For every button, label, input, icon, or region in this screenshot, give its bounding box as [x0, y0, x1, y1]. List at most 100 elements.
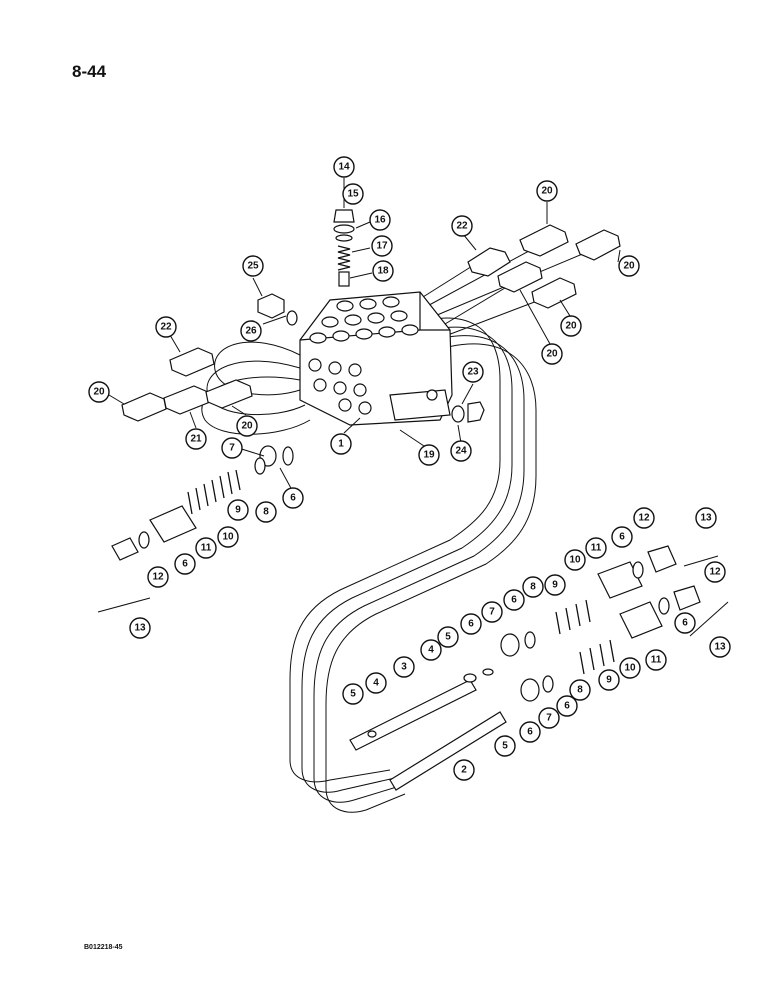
- callout-circle: [598, 669, 620, 691]
- callout-c9a: 9: [227, 499, 249, 521]
- callout-circle: [544, 574, 566, 596]
- left-spool-end: [97, 445, 294, 613]
- callout-circle: [342, 183, 364, 205]
- callout-c7a: 7: [221, 437, 243, 459]
- callout-c18: 18: [372, 260, 394, 282]
- callout-c22b: 22: [155, 316, 177, 338]
- callout-c8c: 8: [569, 679, 591, 701]
- callout-circle: [88, 381, 110, 403]
- callout-circle: [494, 735, 516, 757]
- callout-c22a: 22: [451, 215, 473, 237]
- callout-circle: [365, 672, 387, 694]
- callout-circle: [536, 180, 558, 202]
- callout-circle: [236, 415, 258, 437]
- callout-circle: [460, 613, 482, 635]
- callout-label: 5: [445, 632, 451, 643]
- callout-circle: [185, 428, 207, 450]
- callout-circle: [371, 235, 393, 257]
- plug-23-assembly: [451, 401, 485, 423]
- callout-label: 22: [456, 221, 468, 232]
- callout-c13c: 13: [709, 636, 731, 658]
- callout-label: 23: [467, 367, 479, 378]
- callout-circle: [503, 589, 525, 611]
- callout-c2: 2: [453, 759, 475, 781]
- callout-c9b: 9: [544, 574, 566, 596]
- spool-3: [349, 679, 477, 751]
- callout-circle: [451, 215, 473, 237]
- callout-c13b: 13: [695, 507, 717, 529]
- callout-circle: [155, 316, 177, 338]
- callout-circle: [695, 507, 717, 529]
- callout-label: 8: [530, 582, 536, 593]
- callout-circle: [611, 526, 633, 548]
- spool-2: [389, 711, 507, 791]
- callout-circle: [420, 639, 442, 661]
- o-ring-15: [333, 224, 355, 234]
- callout-label: 9: [235, 505, 241, 516]
- callout-c10c: 10: [619, 657, 641, 679]
- callout-c1: 1: [330, 433, 352, 455]
- callout-label: 11: [651, 655, 662, 666]
- callout-circle: [674, 612, 696, 634]
- callout-label: 20: [565, 321, 577, 332]
- callout-label: 24: [455, 446, 467, 457]
- callout-label: 15: [347, 189, 359, 200]
- callout-label: 12: [638, 513, 650, 524]
- callout-circle: [333, 156, 355, 178]
- callout-c17: 17: [371, 235, 393, 257]
- callout-label: 10: [222, 532, 234, 543]
- callout-c20a: 20: [536, 180, 558, 202]
- callout-c20b: 20: [618, 255, 640, 277]
- callout-label: 2: [461, 765, 467, 776]
- callout-label: 1: [338, 439, 344, 450]
- callout-label: 4: [428, 645, 434, 656]
- callout-label: 4: [373, 678, 379, 689]
- callout-label: 11: [591, 543, 602, 554]
- callout-label: 6: [527, 727, 533, 738]
- poppet-18: [338, 271, 350, 287]
- callout-c14: 14: [333, 156, 355, 178]
- callout-c11a: 11: [195, 537, 217, 559]
- callout-label: 6: [290, 493, 296, 504]
- callout-circle: [709, 636, 731, 658]
- callout-label: 20: [623, 261, 635, 272]
- callout-c12a: 12: [147, 566, 169, 588]
- callout-circle: [453, 759, 475, 781]
- callout-label: 8: [577, 685, 583, 696]
- callout-circle: [519, 721, 541, 743]
- callout-c11b: 11: [585, 537, 607, 559]
- callout-c8b: 8: [522, 576, 544, 598]
- callout-circle: [217, 526, 239, 548]
- callout-c23: 23: [462, 361, 484, 383]
- callout-c8a: 8: [255, 501, 277, 523]
- callout-circle: [221, 437, 243, 459]
- callout-circle: [704, 561, 726, 583]
- callout-label: 14: [338, 162, 350, 173]
- body-ports: [308, 296, 438, 415]
- valve-body: [299, 291, 453, 426]
- callout-c5c: 5: [494, 735, 516, 757]
- right-spool-end-upper: [500, 545, 719, 657]
- callout-label: 5: [350, 689, 356, 700]
- callout-label: 16: [374, 215, 386, 226]
- callout-label: 6: [468, 619, 474, 630]
- port-reliefs-right: [467, 224, 621, 309]
- plug-25-assembly: [257, 293, 298, 326]
- callout-circle: [242, 255, 264, 277]
- callout-label: 8: [263, 507, 269, 518]
- callout-c6c: 6: [611, 526, 633, 548]
- callout-circle: [569, 679, 591, 701]
- callout-c4a: 4: [420, 639, 442, 661]
- callout-c16: 16: [369, 209, 391, 231]
- callout-circle: [564, 549, 586, 571]
- callout-label: 6: [511, 595, 517, 606]
- callout-c15: 15: [342, 183, 364, 205]
- callout-c6h: 6: [519, 721, 541, 743]
- callout-c5a: 5: [437, 626, 459, 648]
- callout-circle: [522, 576, 544, 598]
- callout-label: 10: [569, 555, 581, 566]
- spools: [349, 668, 507, 791]
- callout-label: 11: [201, 543, 212, 554]
- callout-label: 17: [376, 241, 388, 252]
- callout-label: 13: [134, 623, 146, 634]
